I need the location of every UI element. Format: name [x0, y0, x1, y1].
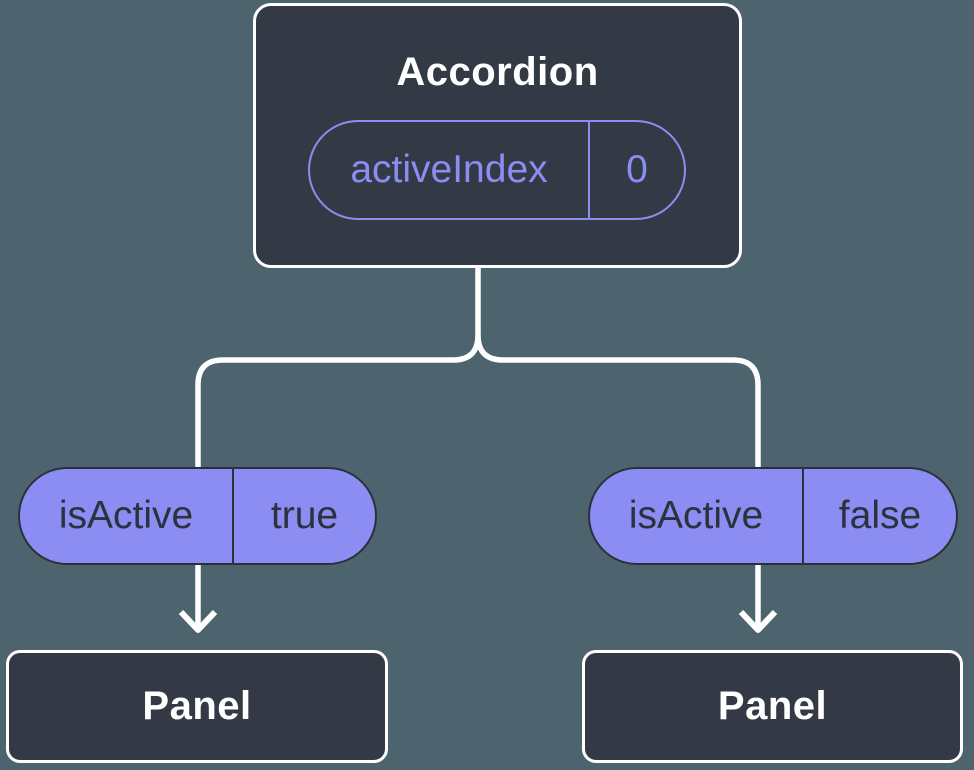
panel-node-label: Panel	[717, 684, 828, 728]
accordion-node-label: Accordion	[396, 50, 599, 94]
connector-left-branch	[195, 267, 481, 629]
arrow-down-icon	[178, 609, 218, 633]
prop-name: isActive	[20, 469, 234, 563]
prop-pill-left: isActive true	[18, 467, 377, 565]
connector-right-branch	[475, 334, 761, 629]
prop-pill-right: isActive false	[588, 467, 958, 565]
state-name: activeIndex	[310, 122, 590, 218]
accordion-node: Accordion activeIndex 0	[253, 3, 742, 268]
prop-value: true	[270, 494, 339, 537]
panel-node-left: Panel	[6, 650, 388, 763]
prop-value: false	[838, 494, 922, 537]
panel-node-right: Panel	[582, 650, 963, 763]
prop-name: isActive	[590, 469, 804, 563]
panel-node-label: Panel	[142, 684, 252, 728]
state-value: 0	[626, 148, 648, 191]
state-pill: activeIndex 0	[308, 120, 686, 220]
arrow-down-icon	[738, 609, 778, 633]
